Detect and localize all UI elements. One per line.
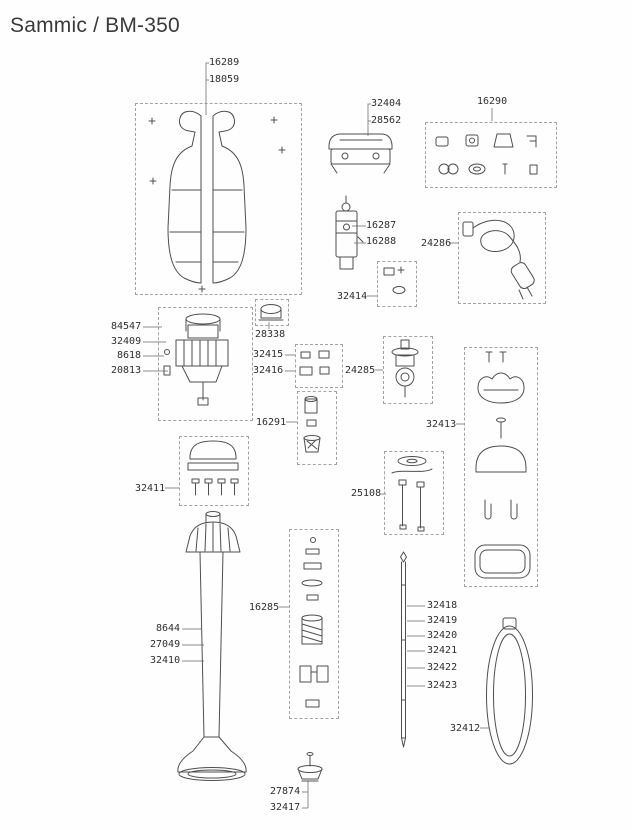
part-number: 32417: [270, 802, 301, 813]
part-number: 16285: [249, 602, 280, 613]
foot-part-drawing: [297, 752, 323, 782]
part-number: 27049: [150, 639, 181, 650]
group-box-fasteners: [295, 344, 343, 388]
mounting-bracket-drawing: [328, 133, 393, 174]
group-box-motor-unit: [158, 307, 253, 421]
part-number: 32420: [427, 630, 458, 641]
part-number: 32414: [337, 291, 368, 302]
part-number: 32404: [371, 98, 402, 109]
part-number: 32413: [426, 419, 457, 430]
part-number: 32421: [427, 645, 458, 656]
group-box-bearing: [383, 336, 433, 404]
group-box-inserts: [297, 391, 337, 465]
part-number: 16291: [256, 417, 287, 428]
part-number: 32416: [253, 365, 284, 376]
group-box-coupling: [179, 436, 249, 506]
group-box-bell-kit: [464, 347, 538, 587]
part-number: 16287: [366, 220, 397, 231]
part-number: 25108: [351, 488, 382, 499]
arm-tube-drawing: [177, 511, 247, 781]
part-number: 24285: [345, 365, 376, 376]
part-number: 8618: [117, 350, 142, 361]
part-number: 32419: [427, 615, 458, 626]
part-number: 32422: [427, 662, 458, 673]
part-number: 18059: [209, 74, 240, 85]
part-number: 16288: [366, 236, 397, 247]
group-box-hardware-kit: [425, 122, 557, 188]
part-number: 24286: [421, 238, 452, 249]
cord-loop-drawing: [486, 617, 533, 765]
part-number: 28338: [255, 329, 286, 340]
page-title: Sammic / BM-350: [10, 14, 180, 37]
part-number: 84547: [111, 321, 142, 332]
part-number: 8644: [156, 623, 181, 634]
group-box-pins: [384, 451, 444, 535]
part-number: 32423: [427, 680, 458, 691]
part-number: 20813: [111, 365, 142, 376]
part-number: 32415: [253, 349, 284, 360]
group-box-power-cord: [458, 212, 546, 304]
drive-rod-drawing: [400, 551, 407, 748]
part-number: 28562: [371, 115, 402, 126]
group-box-tube-parts: [289, 529, 339, 719]
part-number: 32409: [111, 336, 142, 347]
part-number: 16289: [209, 57, 240, 68]
group-box-cap: [255, 299, 289, 326]
part-number: 32418: [427, 600, 458, 611]
part-number: 32412: [450, 723, 481, 734]
group-box-motor-housing: [135, 103, 302, 295]
group-box-seals: [377, 261, 417, 307]
part-number: 16290: [477, 96, 508, 107]
switch-assembly-drawing: [335, 195, 364, 270]
part-number: 32411: [135, 483, 166, 494]
part-number: 32410: [150, 655, 181, 666]
part-number: 27874: [270, 786, 301, 797]
